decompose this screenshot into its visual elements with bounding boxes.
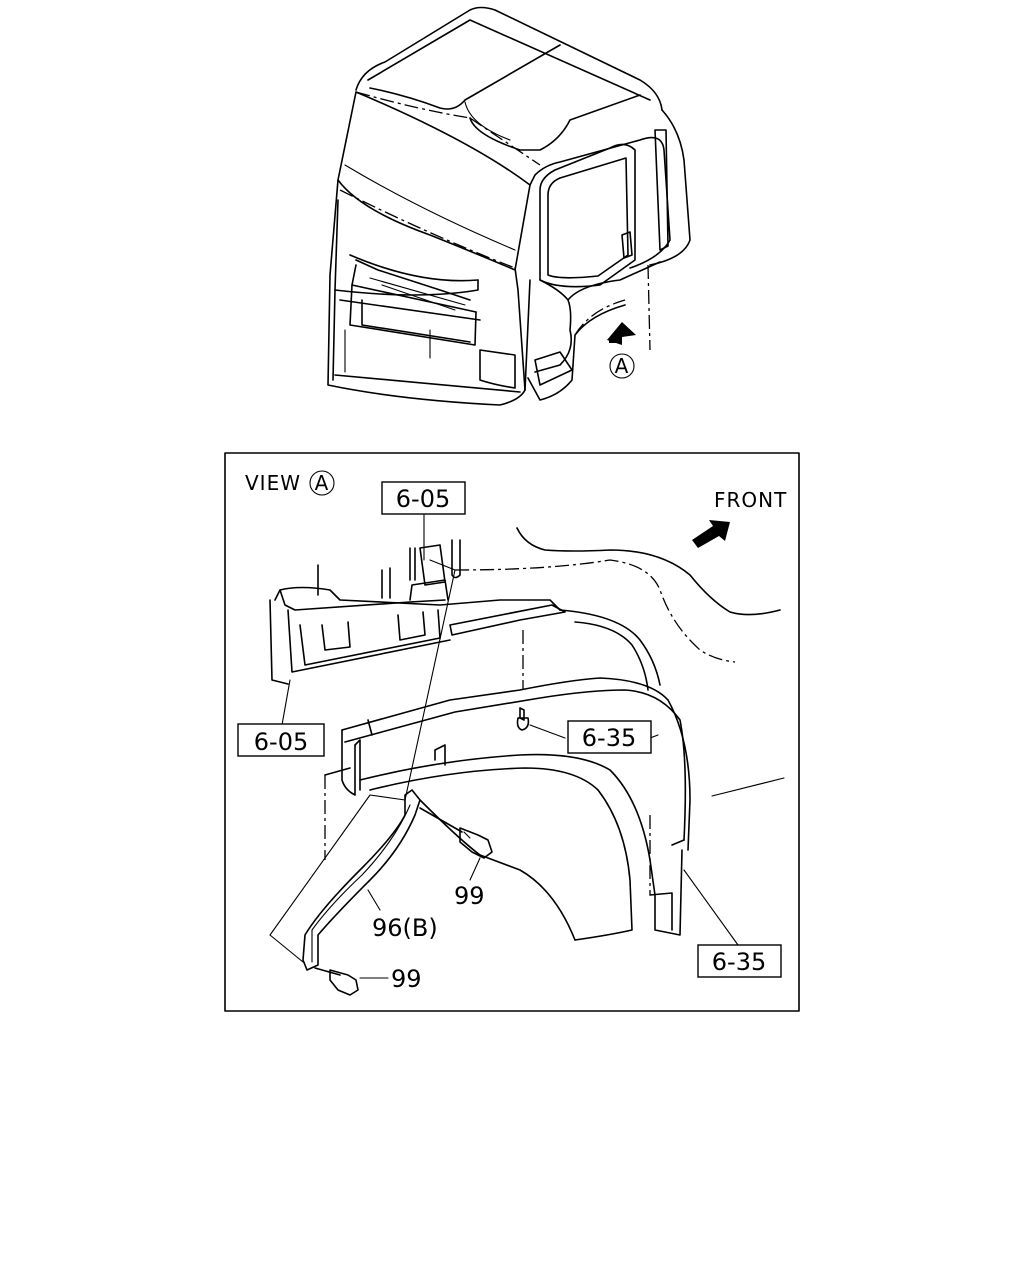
callout-6-05-left: 6-05 xyxy=(237,723,325,757)
view-title-marker: A xyxy=(315,471,330,495)
callout-text: 6-05 xyxy=(396,485,450,513)
view-marker-a: A xyxy=(615,354,630,378)
callout-6-05-top: 6-05 xyxy=(381,481,466,515)
callout-text: 6-05 xyxy=(254,728,308,756)
callout-text: 6-35 xyxy=(712,948,766,976)
fender-assembly-illustration xyxy=(269,514,785,996)
callout-6-35-bottom: 6-35 xyxy=(697,944,782,978)
front-arrow-icon xyxy=(692,520,730,548)
part-number-99-lower: 99 xyxy=(391,965,422,993)
front-direction-label: FRONT xyxy=(714,488,787,512)
callout-6-35-mid: 6-35 xyxy=(567,720,652,754)
part-number-96b: 96(B) xyxy=(372,914,438,942)
view-title-prefix: VIEW xyxy=(245,471,301,495)
truck-cab-illustration: A xyxy=(327,6,691,406)
callout-text: 6-35 xyxy=(582,724,636,752)
part-number-99-upper: 99 xyxy=(454,882,485,910)
detail-view-frame xyxy=(224,452,800,1012)
